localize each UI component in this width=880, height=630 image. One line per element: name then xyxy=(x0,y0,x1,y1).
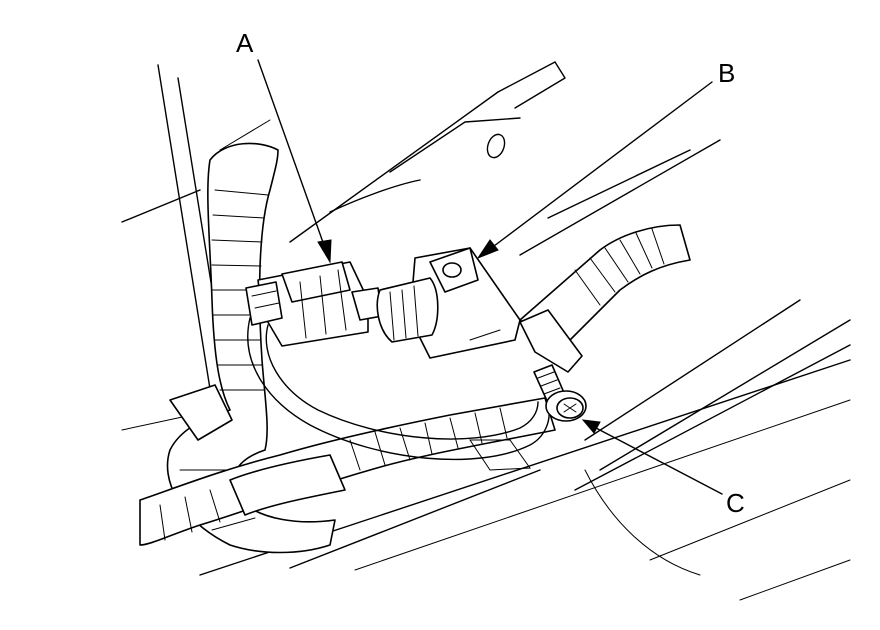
body-panels xyxy=(121,61,851,601)
arrowhead-c xyxy=(581,419,601,434)
arrowhead-b xyxy=(476,239,499,260)
callout-label-b: B xyxy=(718,58,736,88)
leader-b xyxy=(493,81,713,247)
pigtail-harness xyxy=(229,317,550,516)
callout-label-a: A xyxy=(236,28,254,58)
leader-c xyxy=(595,427,723,495)
sensor-b xyxy=(376,247,521,359)
callout-leaders xyxy=(257,59,723,495)
callout-label-c: C xyxy=(726,488,745,518)
arrowhead-a xyxy=(317,239,332,264)
bolt-c xyxy=(533,364,587,422)
connector-a xyxy=(245,261,383,347)
leader-a xyxy=(257,59,326,249)
